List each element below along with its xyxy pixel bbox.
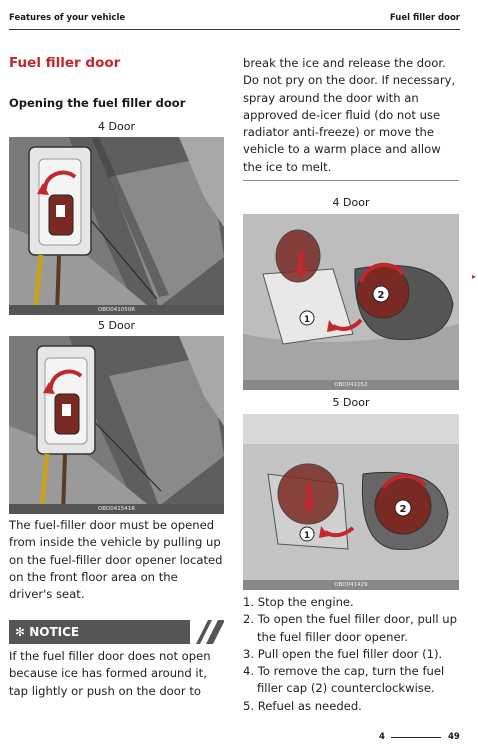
right-body-paragraph: break the ice and release the door. Do n… xyxy=(243,56,456,174)
header-section-title: Fuel filler door xyxy=(389,13,460,23)
figure-code: OBD041541R xyxy=(9,504,224,514)
step-item: 3. Pull open the fuel filler door (1). xyxy=(243,646,443,661)
callout-1: 1 xyxy=(304,315,310,325)
notice-text: If the fuel filler door does not open be… xyxy=(9,649,211,698)
step-item: 5. Refuel as needed. xyxy=(243,698,362,713)
footer-page-number: 49 xyxy=(448,732,460,742)
figure-caption-5door-opener: 5 Door xyxy=(98,319,135,332)
step-item: 1. Stop the engine. xyxy=(243,595,354,609)
figure-5door-opener: OBD041541R xyxy=(9,336,224,514)
figure-5door-fuel-cap: 2 1 OBD041429 xyxy=(243,414,459,590)
notice-stripes-icon xyxy=(190,620,224,644)
figure-4door-fuel-cap: 2 1 OBD041052 xyxy=(243,214,459,390)
page-header: Features of your vehicle Fuel filler doo… xyxy=(0,0,478,30)
callout-2: 2 xyxy=(378,290,385,301)
footer-chapter-number: 4 xyxy=(379,732,385,742)
callout-1: 1 xyxy=(304,531,310,541)
notice-header: ✻ NOTICE xyxy=(9,620,224,644)
footer-rule xyxy=(391,737,441,738)
header-chapter-title: Features of your vehicle xyxy=(9,13,126,23)
notice-label: ✻ NOTICE xyxy=(15,625,80,639)
figure-caption-4door-opener: 4 Door xyxy=(98,120,135,133)
header-rule xyxy=(9,29,460,30)
step-item: 2. To open the fuel filler door, pull up… xyxy=(243,612,457,644)
figure-code: OBD041429 xyxy=(243,580,459,590)
figure-code: OBD041050R xyxy=(9,305,224,315)
callout-2: 2 xyxy=(400,504,407,515)
steps-list: 1. Stop the engine. 2. To open the fuel … xyxy=(243,594,459,715)
figure-4door-opener: OBD041050R xyxy=(9,137,224,315)
divider xyxy=(243,180,459,181)
figure-code: OBD041052 xyxy=(243,380,459,390)
left-body-paragraph: The fuel-filler door must be opened from… xyxy=(9,518,223,602)
figure-caption-5door-cap: 5 Door xyxy=(332,396,370,409)
step-item: 4. To remove the cap, turn the fuel fill… xyxy=(243,664,445,696)
subsection-title: Opening the fuel filler door xyxy=(9,96,186,110)
figure-caption-4door-cap: 4 Door xyxy=(332,196,370,209)
section-title: Fuel filler door xyxy=(9,55,121,71)
edge-marker-icon: ▸ xyxy=(471,272,476,281)
